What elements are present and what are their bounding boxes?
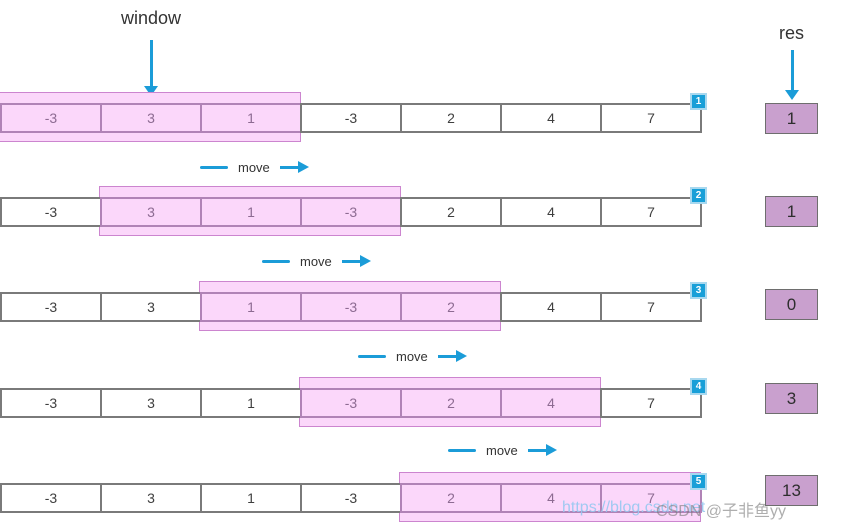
- array-cell: 3: [100, 292, 202, 322]
- result-box: 1: [765, 196, 818, 227]
- move-line: [200, 165, 228, 169]
- move-indicator: move: [448, 442, 557, 458]
- move-indicator: move: [358, 348, 467, 364]
- array-cell: 7: [600, 197, 702, 227]
- res-callout: res: [765, 23, 818, 44]
- result-box: 1: [765, 103, 818, 134]
- step-badge: 3: [690, 282, 707, 299]
- move-label: move: [396, 348, 428, 364]
- array-cell: -3: [0, 103, 102, 133]
- move-line: [448, 448, 476, 452]
- array-cell: 1: [200, 103, 302, 133]
- res-down-arrow-icon: [785, 50, 799, 100]
- array-cell: -3: [0, 388, 102, 418]
- array-cell: 7: [600, 103, 702, 133]
- array-cell: -3: [300, 388, 402, 418]
- array-cell: 3: [100, 103, 202, 133]
- step-badge: 5: [690, 473, 707, 490]
- step-badge: 2: [690, 187, 707, 204]
- result-box: 13: [765, 475, 818, 506]
- move-right-arrow-icon: [279, 161, 309, 173]
- array-cell: 3: [100, 483, 202, 513]
- move-label: move: [486, 442, 518, 458]
- move-label: move: [238, 159, 270, 175]
- window-down-arrow-icon: [144, 40, 158, 96]
- array-cell: 1: [200, 483, 302, 513]
- array-cell: 4: [500, 103, 602, 133]
- array-cell: 2: [400, 197, 502, 227]
- step-badge: 1: [690, 93, 707, 110]
- array-cell: 3: [100, 388, 202, 418]
- move-right-arrow-icon: [527, 444, 557, 456]
- array-cell: 2: [400, 483, 502, 513]
- array-cell: -3: [300, 483, 402, 513]
- move-right-arrow-icon: [437, 350, 467, 362]
- array-cell: 4: [500, 292, 602, 322]
- window-label: window: [120, 8, 182, 28]
- array-cell: 3: [100, 197, 202, 227]
- move-indicator: move: [262, 253, 371, 269]
- move-right-arrow-icon: [341, 255, 371, 267]
- array-cell: -3: [300, 103, 402, 133]
- window-callout: window: [108, 8, 194, 29]
- move-line: [358, 354, 386, 358]
- array-cell: 1: [200, 197, 302, 227]
- array-cell: 2: [400, 292, 502, 322]
- res-label: res: [778, 23, 804, 43]
- array-cell: -3: [0, 197, 102, 227]
- move-indicator: move: [200, 159, 309, 175]
- array-cell: 2: [400, 388, 502, 418]
- array-cell: 7: [600, 388, 702, 418]
- move-line: [262, 259, 290, 263]
- array-cell: -3: [300, 292, 402, 322]
- array-cell: 4: [500, 197, 602, 227]
- array-cell: 7: [600, 483, 702, 513]
- result-box: 3: [765, 383, 818, 414]
- array-cell: 4: [500, 388, 602, 418]
- array-cell: 2: [400, 103, 502, 133]
- move-label: move: [300, 253, 332, 269]
- array-cell: 1: [200, 388, 302, 418]
- array-cell: -3: [300, 197, 402, 227]
- array-cell: 7: [600, 292, 702, 322]
- array-cell: -3: [0, 483, 102, 513]
- array-cell: -3: [0, 292, 102, 322]
- array-cell: 4: [500, 483, 602, 513]
- result-box: 0: [765, 289, 818, 320]
- step-badge: 4: [690, 378, 707, 395]
- array-cell: 1: [200, 292, 302, 322]
